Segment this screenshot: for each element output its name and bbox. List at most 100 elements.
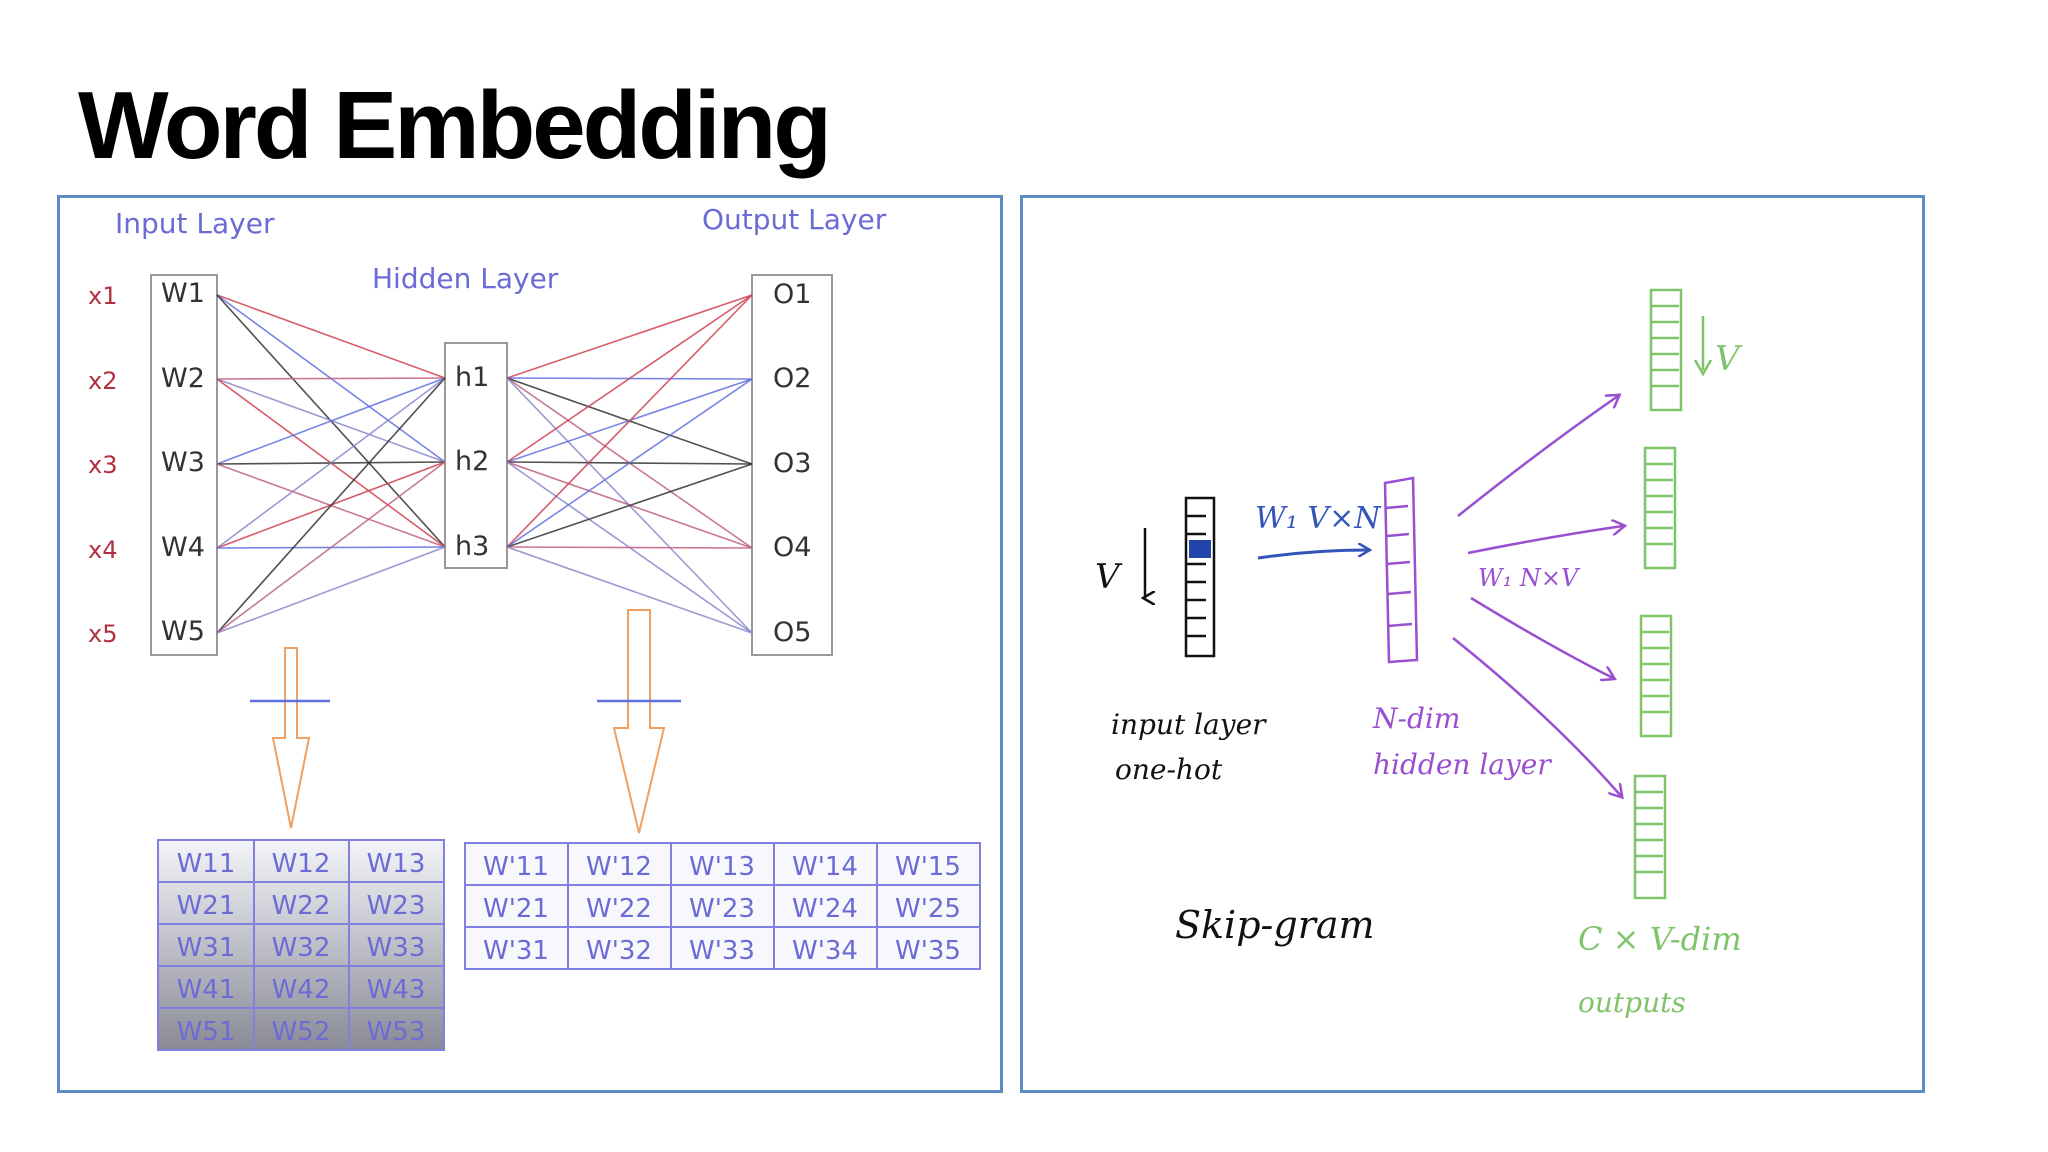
output-node-o3: O3 xyxy=(773,448,811,479)
matrix-cell: W'23 xyxy=(689,894,755,924)
input-node-x3: x3 xyxy=(88,451,117,479)
input-matrix-arrow xyxy=(250,647,330,829)
matrix-cell: W'15 xyxy=(895,852,961,882)
matrix-cell: W32 xyxy=(272,933,331,963)
hidden-layer-vector xyxy=(1383,476,1419,664)
output-matrix-grid xyxy=(464,842,981,970)
matrix-cell: W33 xyxy=(367,933,426,963)
input-node-x1: x1 xyxy=(88,282,117,310)
input-layer-label: Input Layer xyxy=(115,207,275,240)
input-weight-w3: W3 xyxy=(161,447,205,478)
matrix-cell: W'13 xyxy=(689,852,755,882)
matrix-cell: W43 xyxy=(367,975,426,1005)
hidden-caption-line2: hidden layer xyxy=(1373,748,1552,781)
hidden-to-output-arrows xyxy=(1452,396,1623,796)
output-node-o5: O5 xyxy=(773,617,811,648)
matrix-cell: W'24 xyxy=(792,894,858,924)
hidden-caption-line1: N-dim xyxy=(1372,702,1460,735)
matrix-cell: W'12 xyxy=(586,852,652,882)
network-edge xyxy=(216,377,446,380)
matrix-cell: W31 xyxy=(177,933,236,963)
input-caption-line2: one-hot xyxy=(1115,753,1223,786)
matrix-cell: W'33 xyxy=(689,936,755,966)
matrix-cell: W22 xyxy=(272,891,331,921)
slide-title: Word Embedding xyxy=(78,72,832,179)
input-weight-w1: W1 xyxy=(161,278,205,309)
v-label-left: V xyxy=(1095,557,1123,597)
hidden-unit-h3: h3 xyxy=(455,531,489,562)
hidden-layer-label: Hidden Layer xyxy=(372,262,559,295)
input-node-x5: x5 xyxy=(88,620,117,648)
matrix-cell: W12 xyxy=(272,849,331,879)
matrix-cell: W23 xyxy=(367,891,426,921)
network-edge xyxy=(216,461,446,634)
input-node-x4: x4 xyxy=(88,536,117,564)
input-matrix-grid xyxy=(157,839,445,1051)
output-caption-line1: C × V-dim xyxy=(1578,920,1742,958)
neural-network-panel: Input Layer Hidden Layer Output Layer x1… xyxy=(57,195,1003,1093)
hidden-layer-box xyxy=(444,342,508,569)
input-layer-box xyxy=(150,274,218,656)
skip-gram-diagram: V W₁ V×N W₁ N×V xyxy=(1095,288,1743,1019)
network-edge xyxy=(506,294,753,379)
matrix-cell: W'34 xyxy=(792,936,858,966)
matrix-cell: W11 xyxy=(177,849,236,879)
output-vector xyxy=(1643,446,1677,570)
input-caption-line1: input layer xyxy=(1111,708,1267,741)
matrix-cell: W'21 xyxy=(483,894,549,924)
matrix-cell: W'32 xyxy=(586,936,652,966)
hidden-unit-h1: h1 xyxy=(455,362,489,393)
output-node-o1: O1 xyxy=(773,279,811,310)
network-edge xyxy=(216,377,446,549)
network-edge xyxy=(506,463,753,548)
skip-gram-panel: V W₁ V×N W₁ N×V xyxy=(1020,195,1925,1093)
network-edge xyxy=(506,378,753,548)
output-vectors xyxy=(1633,288,1683,900)
output-vector xyxy=(1639,614,1673,738)
matrix-cell: W'11 xyxy=(483,852,549,882)
weight-vxn-label: W₁ V×N xyxy=(1255,501,1382,536)
output-matrix-background xyxy=(465,843,980,969)
input-weight-w5: W5 xyxy=(161,616,205,647)
matrix-cell: W'14 xyxy=(792,852,858,882)
matrix-cell: W41 xyxy=(177,975,236,1005)
one-hot-input-vector xyxy=(1184,496,1216,658)
matrix-cell: W'31 xyxy=(483,936,549,966)
output-node-o4: O4 xyxy=(773,532,811,563)
matrix-cell: W51 xyxy=(177,1017,236,1047)
v-label-right: V xyxy=(1715,339,1743,379)
matrix-cell: W53 xyxy=(367,1017,426,1047)
output-caption-line2: outputs xyxy=(1578,986,1686,1019)
matrix-cell: W21 xyxy=(177,891,236,921)
output-layer-label: Output Layer xyxy=(702,203,887,236)
skip-gram-label: Skip-gram xyxy=(1175,903,1375,947)
network-edge xyxy=(216,377,446,634)
network-edges xyxy=(216,294,753,634)
weight-nxv-label: W₁ N×V xyxy=(1478,564,1581,592)
matrix-cell: W'35 xyxy=(895,936,961,966)
input-matrix-cells: W11 W12 W13 W21 W22 W23 W31 W32 W33 W41 … xyxy=(177,849,426,1047)
input-weight-w4: W4 xyxy=(161,532,205,563)
matrix-cell: W'22 xyxy=(586,894,652,924)
input-matrix-background xyxy=(158,840,444,1050)
network-edge xyxy=(506,546,753,634)
input-to-hidden-arrow xyxy=(1257,550,1368,560)
matrix-cell: W42 xyxy=(272,975,331,1005)
output-matrix-arrow xyxy=(597,609,681,834)
network-edge xyxy=(506,294,753,548)
matrix-cell: W13 xyxy=(367,849,426,879)
hidden-unit-h2: h2 xyxy=(455,446,489,477)
neural-network-diagram: Input Layer Hidden Layer Output Layer x1… xyxy=(88,203,981,1051)
network-edge xyxy=(216,377,446,465)
network-edge xyxy=(506,546,753,549)
network-edge xyxy=(216,546,446,634)
network-edge xyxy=(506,294,753,463)
output-layer-box xyxy=(751,274,833,656)
output-vector xyxy=(1649,288,1683,412)
input-weight-w2: W2 xyxy=(161,363,205,394)
output-matrix-cells: W'11 W'12 W'13 W'14 W'15 W'21 W'22 W'23 … xyxy=(483,852,961,966)
output-vector xyxy=(1633,774,1667,900)
matrix-cell: W52 xyxy=(272,1017,331,1047)
down-arrow-right-head xyxy=(1693,359,1713,377)
input-node-x2: x2 xyxy=(88,367,117,395)
